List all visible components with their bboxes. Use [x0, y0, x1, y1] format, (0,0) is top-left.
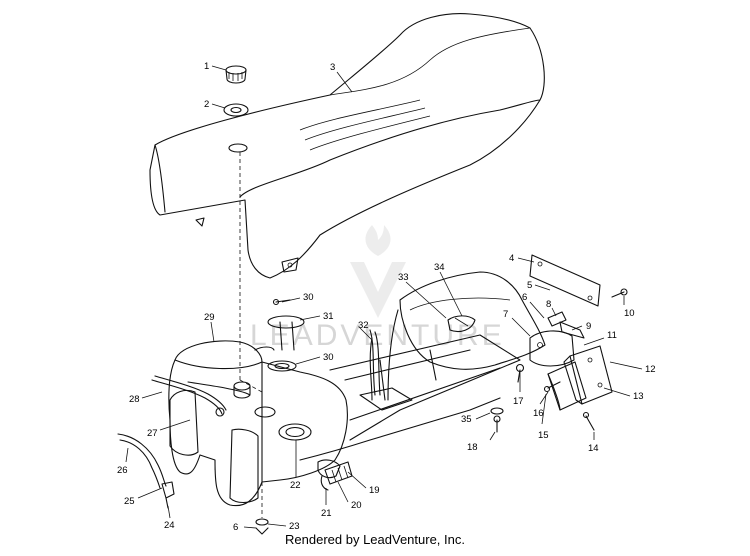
callout-34: 34	[434, 262, 445, 273]
footer-credit: Rendered by LeadVenture, Inc.	[285, 532, 465, 547]
callout-8: 8	[546, 299, 551, 310]
callout-15: 15	[538, 430, 549, 441]
frame-part	[299, 309, 521, 461]
callout-35: 35	[461, 414, 472, 425]
rear-fender-part	[399, 271, 546, 370]
callout-27: 27	[147, 428, 158, 439]
callout-5: 5	[527, 280, 532, 291]
callout-11: 11	[607, 330, 617, 341]
callout-29: 29	[204, 312, 215, 323]
gas-cap-part	[225, 65, 247, 84]
callout-4: 4	[509, 253, 514, 264]
drain-fasteners	[214, 460, 269, 535]
callout-3: 3	[330, 62, 335, 73]
fuel-line-part-32	[369, 337, 373, 401]
bracket-part-12	[563, 345, 613, 405]
callout-33: 33	[398, 272, 409, 283]
vent-hose-part	[117, 433, 167, 489]
callout-23: 23	[289, 521, 300, 532]
callout-12: 12	[645, 364, 656, 375]
callout-21: 21	[321, 508, 332, 519]
callout-30-upper: 30	[303, 292, 314, 303]
callout-32: 32	[358, 320, 369, 331]
callout-16: 16	[533, 408, 544, 419]
callout-25: 25	[124, 496, 135, 507]
callout-6-lower: 6	[233, 522, 238, 533]
bracket-parts-7-9	[529, 311, 585, 367]
screw-part-10	[611, 288, 628, 298]
callout-14: 14	[588, 443, 599, 454]
callouts: 1 2 3 4 5 6 7 8 9 10 11 12 13 14 15 16 1…	[117, 61, 656, 533]
fitting-part-24	[161, 481, 175, 509]
callout-31: 31	[323, 311, 334, 322]
callout-2: 2	[204, 99, 209, 110]
seat-part	[149, 13, 545, 279]
hose-part-28	[151, 375, 227, 417]
callout-28: 28	[129, 394, 140, 405]
callout-22: 22	[290, 480, 301, 491]
callout-9: 9	[586, 321, 591, 332]
mounting-plate-part	[529, 254, 601, 307]
callout-1: 1	[204, 61, 209, 72]
callout-20: 20	[351, 500, 362, 511]
gasket-part	[223, 103, 249, 117]
callout-7: 7	[503, 309, 508, 320]
watermark-logo	[350, 225, 406, 318]
fuel-tank-part	[168, 340, 348, 507]
callout-13: 13	[633, 391, 644, 402]
callout-24: 24	[164, 520, 175, 531]
callout-17: 17	[513, 396, 524, 407]
washer-bolt-35-18	[490, 407, 504, 433]
callout-10: 10	[624, 308, 635, 319]
callout-19: 19	[369, 485, 380, 496]
callout-26: 26	[117, 465, 128, 476]
callout-6-upper: 6	[522, 292, 527, 303]
callout-18: 18	[467, 442, 478, 453]
bracket-part-13	[547, 361, 587, 411]
callout-30-lower: 30	[323, 352, 334, 363]
fasteners-14-17	[515, 363, 595, 431]
